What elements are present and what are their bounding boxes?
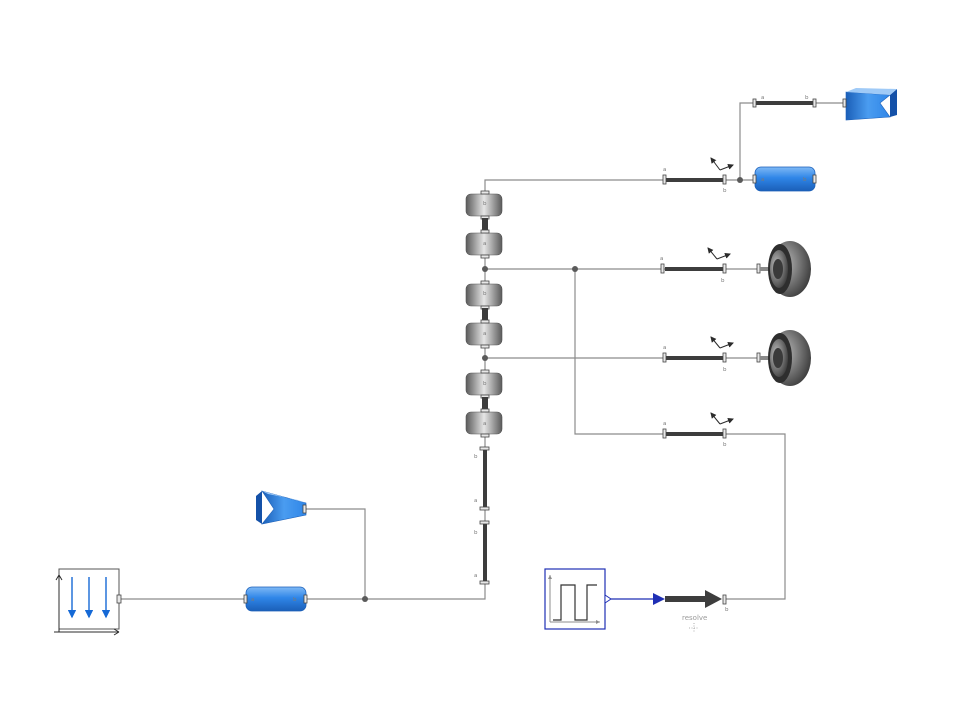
wheel-icon[interactable] (756, 241, 811, 297)
body-shape-icon[interactable] (842, 88, 897, 121)
fixed-translation-icon[interactable]: a b (662, 157, 734, 194)
frame-axes-icon (710, 336, 734, 349)
port-label-a: a (663, 421, 666, 427)
bearing-icon[interactable]: a (465, 408, 503, 438)
pulse-signal-icon[interactable] (544, 568, 612, 630)
fixed-translation-icon[interactable]: a b (662, 336, 734, 373)
bearing-shaft (482, 308, 488, 324)
bearing-icon[interactable]: b (465, 280, 503, 310)
fixed-translation-icon[interactable]: a b (660, 247, 731, 284)
junction-dot (362, 596, 368, 602)
port-label-a: a (483, 421, 486, 427)
junction-dot (737, 177, 743, 183)
port-label-a: a (660, 256, 663, 262)
body-cylinder-icon[interactable]: a b (752, 166, 817, 192)
bearing-icon[interactable]: b (465, 369, 503, 399)
bearing-icon[interactable]: a (465, 319, 503, 349)
port-label-b: b (721, 278, 725, 284)
body-shape-icon[interactable] (256, 490, 307, 525)
port-label-b: b (803, 177, 807, 183)
signal-to-frame-icon[interactable]: b resolve (653, 590, 729, 632)
junction-dot (482, 266, 488, 272)
frame-axes-icon (707, 247, 731, 260)
port-label-b: b (723, 442, 727, 448)
port-label-b: b (805, 95, 809, 101)
port-label-a: a (761, 95, 764, 101)
port-label-b: b (474, 530, 478, 536)
bearing-shaft (482, 397, 488, 413)
fixed-translation-icon[interactable]: a b (752, 95, 817, 108)
port-label-b: b (293, 597, 297, 603)
fixed-translation-icon[interactable]: b a (474, 520, 490, 585)
wheel-icon[interactable] (756, 330, 811, 386)
port-label-b: b (723, 188, 727, 194)
port-label-a: a (761, 177, 764, 183)
body-cylinder-icon[interactable]: a b (243, 586, 308, 612)
port-label-a: a (474, 573, 477, 579)
junction-dots (362, 177, 743, 602)
port-label-b: b (483, 201, 487, 207)
frame-axes-icon (710, 412, 734, 425)
port-label-b: b (483, 291, 487, 297)
port-label-a: a (663, 345, 666, 351)
resolve-label: resolve (682, 614, 707, 622)
fixed-translation-icon[interactable]: b a (474, 446, 490, 511)
port-label-b: b (483, 381, 487, 387)
junction-dot (572, 266, 578, 272)
port-label-a: a (663, 167, 666, 173)
port-label-b: b (725, 607, 729, 613)
bearing-icon[interactable]: b (465, 190, 503, 220)
fixed-translation-icon[interactable]: a b (662, 412, 734, 448)
port-label-a: a (483, 331, 486, 337)
port-label-a: a (474, 498, 477, 504)
port-label-a: a (251, 597, 254, 603)
bearing-shaft (482, 218, 488, 234)
port-label-b: b (474, 454, 478, 460)
port-label-a: a (483, 241, 486, 247)
junction-dot (482, 355, 488, 361)
uniform-gravity-icon[interactable] (54, 568, 122, 636)
port-label-b: b (723, 367, 727, 373)
bearing-icon[interactable]: a (465, 229, 503, 259)
frame-axes-icon (710, 157, 734, 171)
